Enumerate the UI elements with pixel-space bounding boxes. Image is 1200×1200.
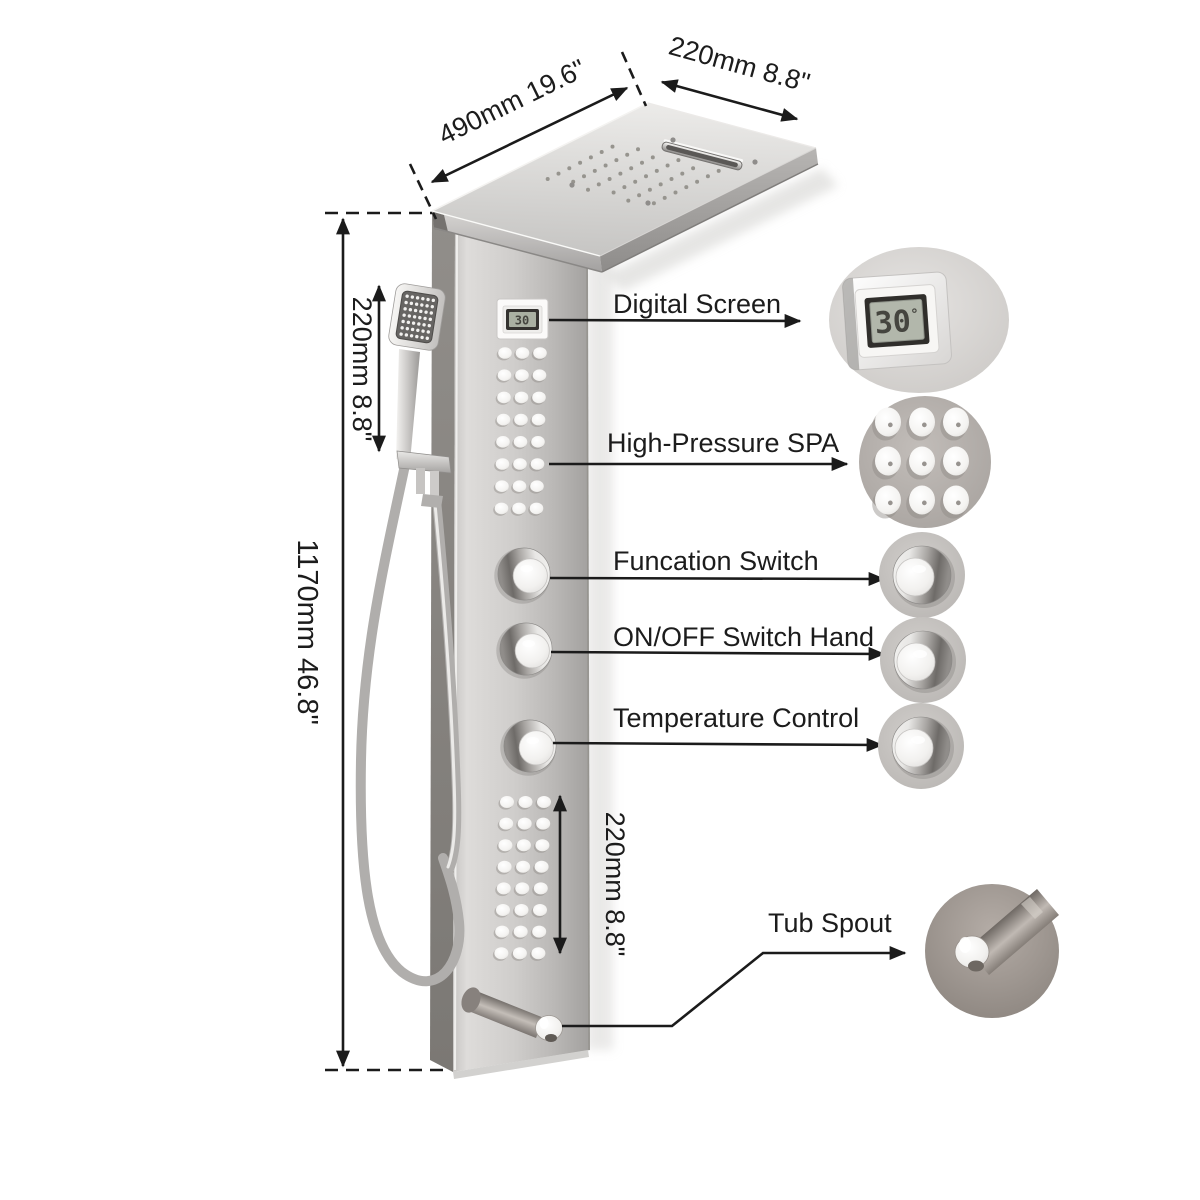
leader-function-switch	[549, 571, 886, 586]
dim-body-jets: 220mm 8.8"	[600, 812, 630, 957]
lcd-value-callout: 30°	[874, 303, 921, 341]
hand-shower-handle	[396, 349, 420, 462]
callout-labels: Digital Screen High-Pressure SPA Funcati…	[607, 289, 892, 938]
dim-head-length: 490mm 19.6"	[434, 53, 591, 150]
dim-arrow-head-depth	[660, 79, 799, 122]
spa-jets	[872, 407, 969, 519]
lcd-value-small: 30	[515, 314, 529, 328]
callout-digital-screen: 30°	[829, 247, 1009, 393]
waterfall-slot	[661, 139, 744, 171]
extension-dash-head-back	[620, 51, 648, 107]
leader-on-off-switch	[550, 646, 886, 661]
tub-spout	[461, 987, 563, 1042]
callout-knobs	[878, 532, 966, 789]
label-on-off-switch: ON/OFF Switch Hand	[613, 622, 874, 652]
callout-high-pressure-spa	[859, 396, 991, 528]
leader-temperature-control	[552, 737, 884, 752]
head-front-left-face	[432, 211, 602, 272]
hand-shower	[388, 283, 452, 508]
label-tub-spout: Tub Spout	[768, 908, 892, 938]
leader-tub-spout	[562, 946, 907, 1028]
callout-tub-spout	[925, 884, 1059, 1018]
shower-hose	[355, 460, 465, 987]
label-high-pressure-spa: High-Pressure SPA	[607, 428, 839, 458]
wall-shadows	[587, 168, 838, 1050]
panel-knobs	[494, 547, 557, 776]
dim-arrow-head-length	[430, 86, 629, 184]
body-jets-lower	[492, 796, 551, 961]
dimension-lines	[325, 51, 799, 1072]
label-digital-screen: Digital Screen	[613, 289, 781, 319]
head-front-right-face	[600, 148, 818, 272]
label-function-switch: Funcation Switch	[613, 546, 819, 576]
dim-panel-height: 1170mm 46.8"	[291, 539, 323, 724]
leader-digital-screen	[548, 313, 802, 328]
shower-bracket	[396, 450, 452, 474]
leader-lines	[548, 313, 907, 1028]
extension-dash-head-left	[408, 163, 438, 220]
body-jets-upper	[493, 347, 547, 516]
dim-hand-shower: 220mm 8.8"	[347, 297, 377, 442]
label-temperature-control: Temperature Control	[613, 703, 859, 733]
digital-screen: 30	[496, 298, 549, 340]
hand-shower-nozzles	[399, 294, 436, 340]
head-screws	[569, 137, 758, 206]
panel-bottom-edge	[453, 1050, 589, 1079]
